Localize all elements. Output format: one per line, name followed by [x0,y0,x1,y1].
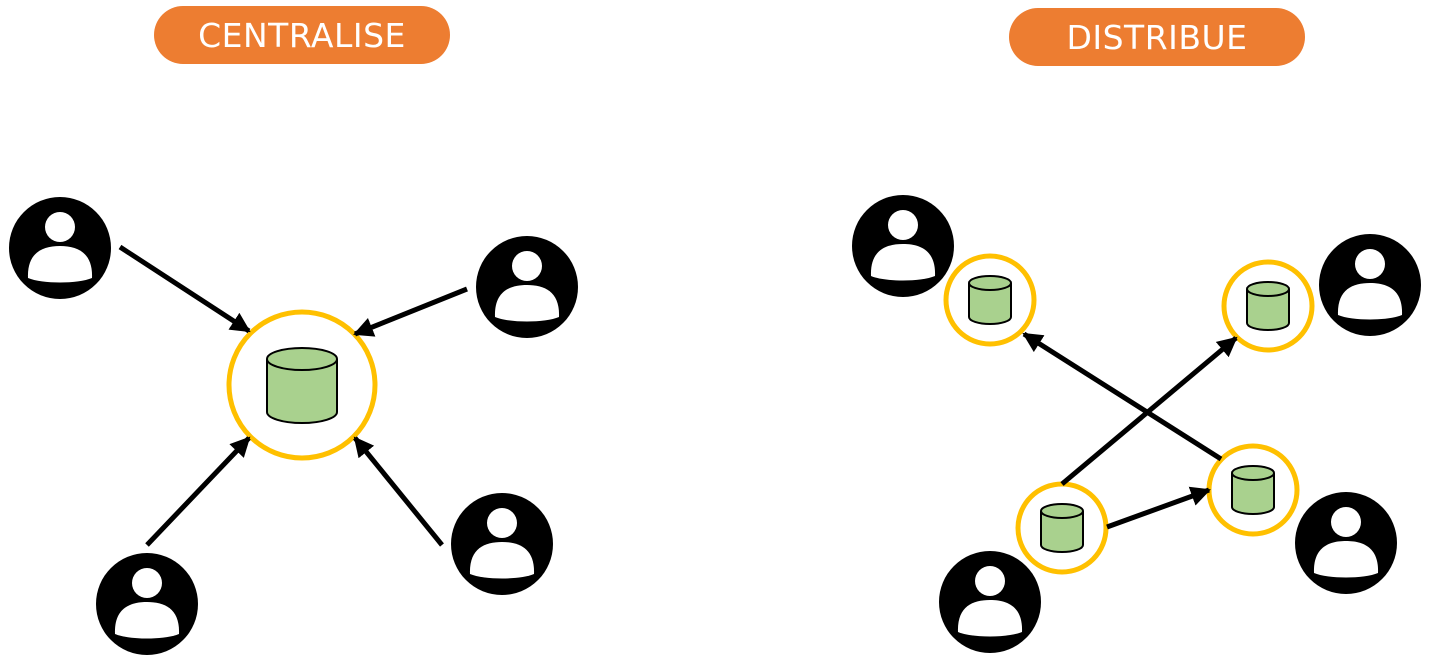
arrow [353,286,468,337]
user-icon [1295,492,1397,594]
arrow [1106,486,1211,530]
arrow [1060,336,1238,486]
database-icon [968,275,1012,325]
arrow [145,436,251,547]
user-icon [451,493,553,595]
user-icon [1319,234,1421,336]
node-bottom-left [1015,481,1109,575]
user-icon [9,197,111,299]
distributed-diagram [852,195,1421,653]
database-icon [1246,281,1290,331]
user-icon [939,551,1041,653]
database-icon [1231,465,1275,515]
database-icon [1040,503,1084,553]
user-icon [852,195,954,297]
node-top-right [1221,259,1315,353]
centralise-label: CENTRALISE [154,6,450,64]
arrow [353,436,444,547]
distribue-label: DISTRIBUE [1009,8,1305,66]
node-bottom-right [1206,443,1300,537]
arrow [1022,331,1223,462]
user-icon [96,553,198,655]
centralised-diagram [9,197,578,655]
database-icon [266,347,338,424]
node-top-left [943,253,1037,347]
user-icon [476,236,578,338]
arrow [118,244,251,334]
